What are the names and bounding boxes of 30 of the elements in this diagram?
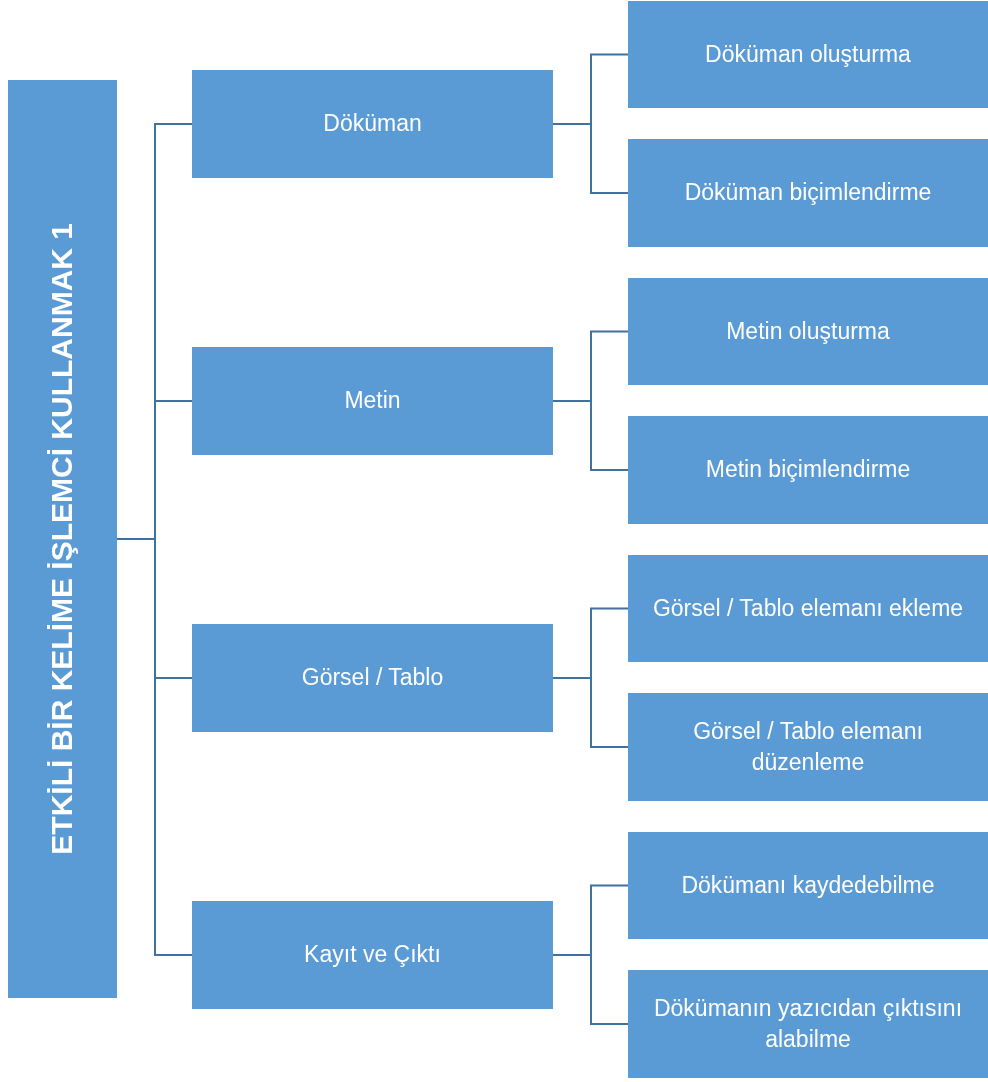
topic-label: Döküman: [323, 109, 422, 139]
topic-label: Döküman biçimlendirme: [684, 178, 932, 208]
topic-label: Döküman oluşturma: [705, 39, 911, 69]
topic-box: [192, 70, 553, 178]
topic-label: Dökümanı kaydedebilme: [681, 870, 935, 900]
topic-box: [628, 1, 988, 108]
topic-box: [628, 970, 988, 1078]
topic-label: Metin biçimlendirme: [705, 455, 911, 485]
topic-box: [192, 901, 553, 1009]
topic-box: [628, 278, 988, 385]
topic-label: Kayıt ve Çıktı: [304, 940, 441, 970]
topic-label: Metin: [344, 386, 401, 416]
topic-label: Metin oluşturma: [726, 316, 890, 346]
topic-box: [628, 416, 988, 524]
topic-box: [628, 832, 988, 939]
topic-box: [192, 624, 553, 732]
topic-box: [628, 555, 988, 662]
topic-box: [628, 693, 988, 801]
connector-line: [552, 677, 629, 748]
topic-box: [628, 139, 988, 247]
topic-label: Görsel / Tablo elemanı ekleme: [652, 593, 964, 623]
title-bar: [8, 80, 117, 998]
topic-label: Görsel / Tablo elemanı düzenleme: [692, 716, 924, 777]
topic-label: Görsel / Tablo: [301, 663, 444, 693]
vertical-title: ETKİLİ BİR KELİME İŞLEMCİ KULLANMAK 1: [44, 223, 80, 855]
topic-box: [192, 347, 553, 455]
connector-line: [552, 954, 629, 1025]
connector-line: [552, 123, 629, 194]
connector-line: [552, 400, 629, 471]
topic-label: Dökümanın yazıcıdan çıktısını alabilme: [652, 993, 964, 1054]
